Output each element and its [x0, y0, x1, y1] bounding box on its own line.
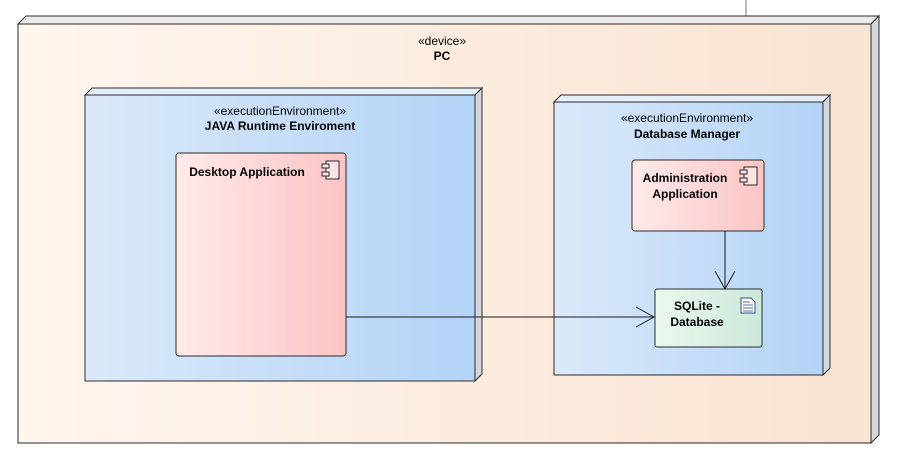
db-env-stereotype: «executionEnvironment»: [621, 111, 753, 125]
sqlite-db-body: [654, 288, 763, 348]
device-node-top-face: [16, 15, 881, 25]
admin-app-body: [631, 159, 765, 232]
db-env-name: Database Manager: [634, 127, 740, 141]
document-icon: [740, 297, 756, 314]
db-env-top-face: [552, 94, 832, 103]
arrowhead: [714, 270, 736, 291]
connector-desktop-to-sqlite[interactable]: [346, 306, 656, 328]
db-env-side-face: [822, 93, 831, 377]
component-icon: [739, 166, 758, 186]
desktop-app-body: [175, 152, 347, 357]
arrowhead: [635, 306, 656, 328]
device-node-side-face: [870, 14, 880, 445]
java-env-top-face: [83, 87, 484, 96]
sqlite-db-name-line2: Database: [670, 315, 724, 329]
component-administration-application[interactable]: Administration Application: [631, 159, 765, 232]
sqlite-db-name-line1: SQLite -: [674, 299, 720, 313]
artifact-sqlite-database[interactable]: SQLite - Database: [654, 288, 763, 348]
java-env-stereotype: «executionEnvironment»: [214, 104, 346, 118]
connector-admin-to-sqlite[interactable]: [714, 231, 736, 291]
java-env-side-face: [474, 86, 483, 383]
java-env-name: JAVA Runtime Enviroment: [205, 119, 355, 133]
admin-app-name-line2: Application: [652, 187, 717, 201]
device-stereotype: «device»: [418, 34, 466, 48]
execution-environment-database-manager[interactable]: «executionEnvironment» Database Manager: [552, 93, 832, 377]
device-name: PC: [434, 49, 451, 63]
desktop-app-name: Desktop Application: [189, 165, 305, 179]
component-desktop-application[interactable]: Desktop Application: [175, 152, 347, 357]
component-icon: [321, 160, 340, 180]
admin-app-name-line1: Administration: [643, 171, 728, 185]
